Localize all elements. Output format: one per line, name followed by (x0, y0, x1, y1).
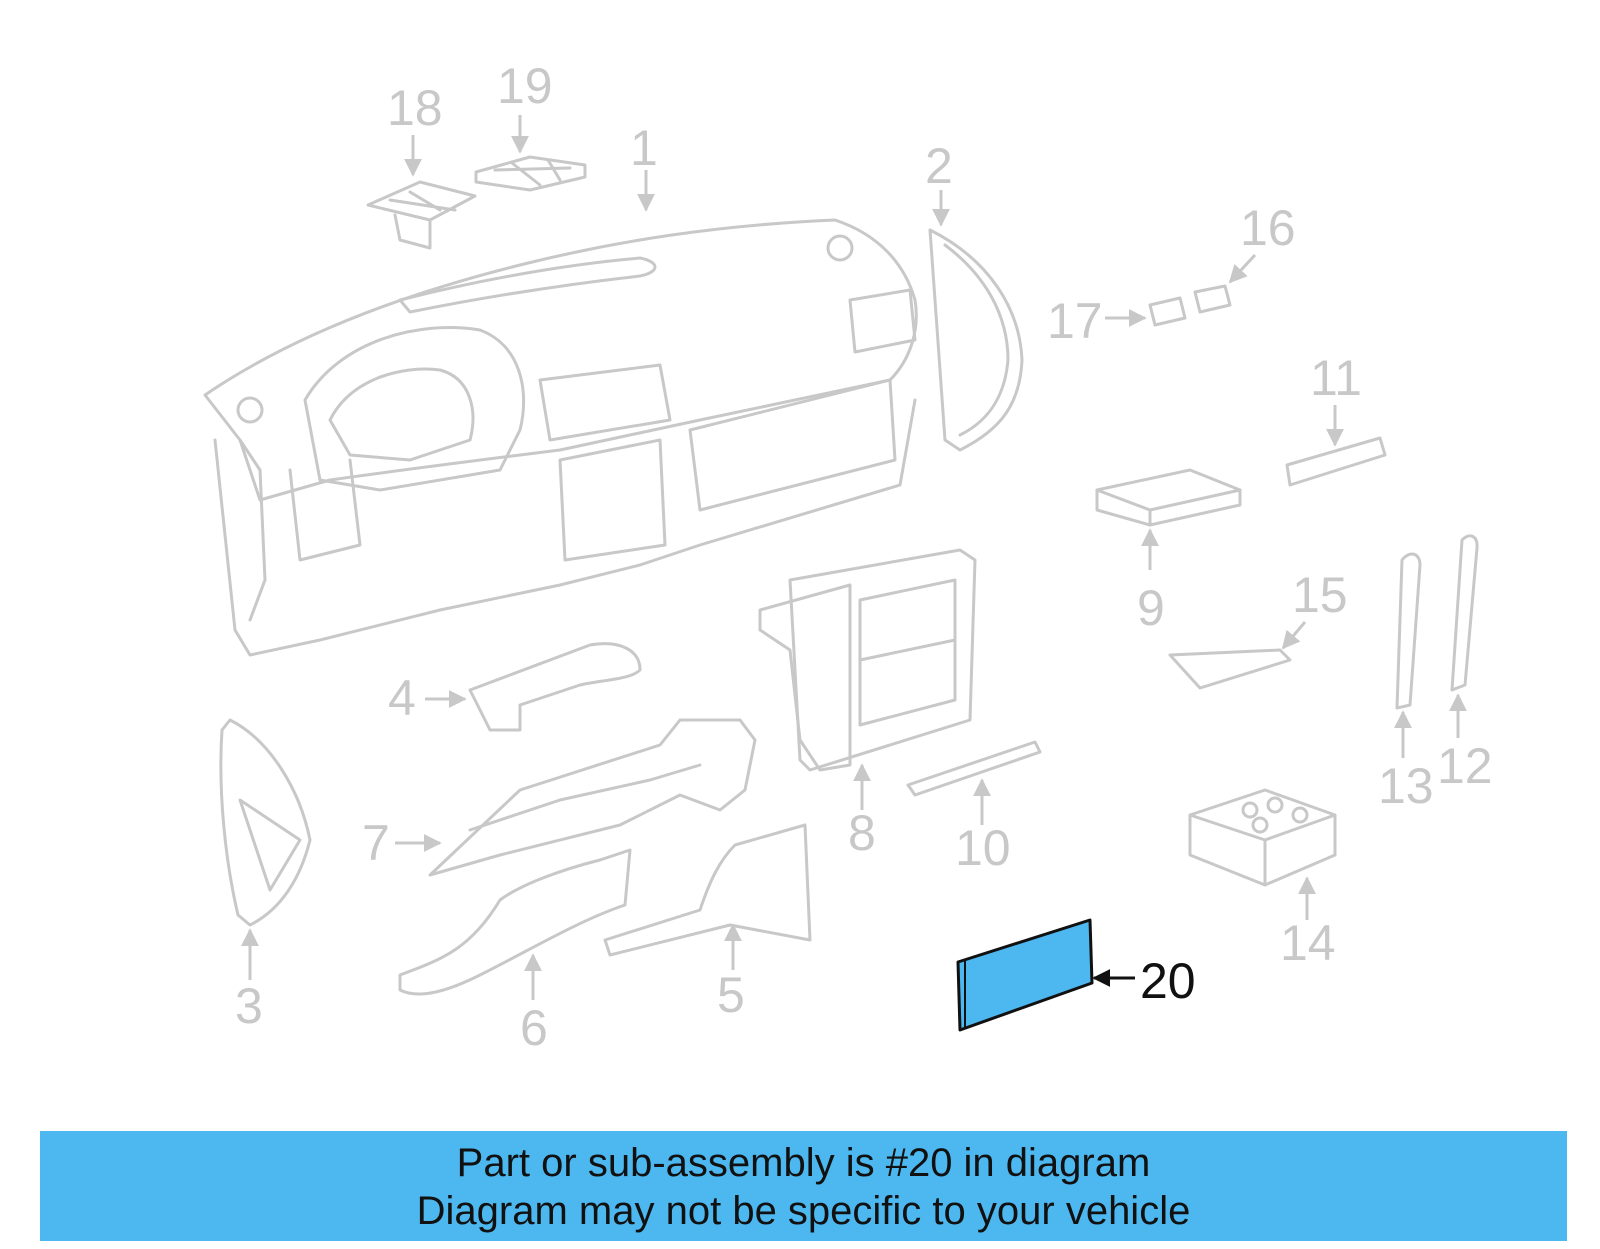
part-11-trim-strip (1285, 436, 1387, 487)
part-6-knee-panel (398, 848, 632, 996)
callout-19: 19 (497, 58, 553, 114)
callout-10: 10 (955, 820, 1011, 876)
part-18-vent (366, 180, 477, 250)
callout-11: 11 (1310, 350, 1362, 406)
part-16-17-clips (1148, 284, 1232, 327)
callout-15: 15 (1292, 567, 1348, 623)
callout-3: 3 (235, 978, 263, 1034)
part-20-highlighted (956, 918, 1094, 1032)
part-15-bracket (1168, 648, 1292, 690)
part-13-pillar-trim (1395, 552, 1422, 710)
part-2-end-cap (928, 228, 1024, 452)
part-1-instrument-panel (203, 218, 918, 657)
callout-12: 12 (1437, 738, 1493, 794)
part-4-bracket (468, 642, 642, 732)
part-9-module (1095, 468, 1242, 527)
part-5-knee-panel (603, 823, 812, 957)
banner-line-2: Diagram may not be specific to your vehi… (416, 1189, 1191, 1233)
banner-line-1: Part or sub-assembly is #20 in diagram (456, 1141, 1151, 1185)
callout-2: 2 (925, 138, 953, 194)
part-10-trim-strip (906, 740, 1042, 797)
part-3-end-cap (219, 718, 312, 927)
callout-13: 13 (1378, 758, 1434, 814)
callout-14: 14 (1280, 915, 1336, 971)
callout-5: 5 (717, 967, 745, 1023)
part-12-pillar-trim (1450, 534, 1479, 692)
callout-16: 16 (1240, 200, 1296, 256)
callout-1: 1 (630, 120, 658, 176)
part-7-lower-panel (428, 718, 757, 877)
callout-9: 9 (1137, 580, 1165, 636)
callout-17: 17 (1047, 293, 1103, 349)
callout-7: 7 (362, 815, 390, 871)
part-14-pocket (1188, 788, 1337, 887)
part-19-vent (474, 155, 587, 192)
callout-4: 4 (388, 670, 416, 726)
part-8-center-stack (758, 548, 977, 772)
callout-6: 6 (520, 1000, 548, 1056)
info-banner: Part or sub-assembly is #20 in diagram D… (40, 1131, 1567, 1241)
callout-18: 18 (387, 80, 443, 136)
callout-8: 8 (848, 805, 876, 861)
callout-20: 20 (1140, 953, 1196, 1009)
